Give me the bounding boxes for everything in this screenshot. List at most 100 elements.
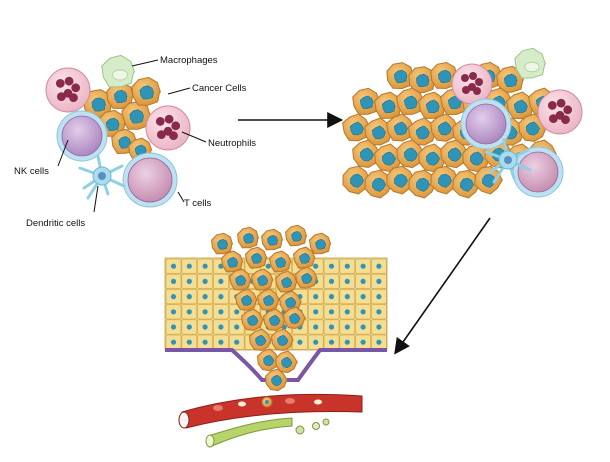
cancer-cell bbox=[261, 228, 284, 251]
epithelial-cell bbox=[307, 289, 324, 305]
cancer-cell bbox=[248, 328, 273, 352]
cancer-cell bbox=[275, 350, 299, 374]
neutrophil-cell bbox=[45, 67, 91, 113]
epithelial-cell bbox=[307, 319, 324, 335]
epithelial-cell bbox=[181, 319, 198, 335]
cancer-cell bbox=[386, 62, 414, 90]
cancer-cell bbox=[308, 232, 332, 255]
epithelial-cell bbox=[355, 334, 371, 350]
cancer-cell bbox=[396, 139, 426, 169]
epithelial-cell bbox=[355, 258, 371, 274]
cancer-cell bbox=[270, 328, 295, 352]
epithelial-cell bbox=[197, 273, 213, 289]
epithelial-cell bbox=[307, 334, 324, 350]
epithelial-cell bbox=[165, 304, 182, 320]
cancer-cell bbox=[285, 224, 308, 247]
epithelial-cell bbox=[339, 319, 356, 335]
cancer-cell bbox=[408, 66, 436, 94]
epithelial-cell bbox=[292, 334, 308, 350]
epithelial-cell bbox=[228, 334, 245, 350]
epithelial-cell bbox=[181, 258, 198, 274]
cancer-cell bbox=[452, 169, 482, 199]
cancer-cell bbox=[440, 139, 470, 169]
epithelial-cell bbox=[228, 319, 245, 335]
epithelial-cell bbox=[371, 258, 387, 274]
epithelial-cell bbox=[323, 319, 340, 335]
epithelial-cell bbox=[165, 273, 182, 289]
blood-vessel bbox=[178, 393, 363, 429]
nk-cell bbox=[56, 110, 108, 162]
cancer-cell bbox=[292, 246, 316, 269]
cancer-cell bbox=[234, 288, 258, 311]
cancer-cell bbox=[342, 165, 372, 195]
epithelial-cell bbox=[339, 304, 356, 320]
cancer-cell bbox=[256, 348, 281, 372]
label-cancer-cells: Cancer Cells bbox=[192, 83, 247, 94]
label-t-cells: T cells bbox=[184, 198, 212, 209]
epithelial-cell bbox=[213, 319, 229, 335]
cancer-cell bbox=[106, 82, 134, 110]
epithelial-cell bbox=[323, 289, 340, 305]
epithelial-cell bbox=[197, 258, 213, 274]
epithelial-cell bbox=[355, 289, 371, 305]
nk-cell bbox=[460, 98, 512, 150]
macrophage-cell bbox=[101, 54, 136, 88]
cancer-cell bbox=[131, 76, 162, 106]
t-cell bbox=[122, 152, 178, 208]
epithelial-cell bbox=[371, 273, 387, 289]
cancer-cell bbox=[474, 165, 504, 195]
invasion-scene bbox=[164, 224, 388, 448]
epithelial-cell bbox=[339, 334, 356, 350]
epithelial-cell bbox=[165, 289, 182, 305]
cancer-cell bbox=[462, 143, 492, 173]
cancer-cell bbox=[430, 113, 460, 142]
macrophage-cell bbox=[514, 47, 547, 79]
cancer-cell bbox=[418, 91, 447, 119]
epithelial-cell bbox=[165, 334, 182, 350]
cancer-cell bbox=[262, 308, 286, 331]
epithelial-cell bbox=[181, 334, 198, 350]
dendritic-cell bbox=[484, 138, 532, 184]
epithelial-cell bbox=[355, 304, 371, 320]
epithelial-cell bbox=[181, 289, 198, 305]
label-nk-cells: NK cells bbox=[14, 166, 49, 177]
immune-cluster bbox=[45, 54, 191, 208]
cancer-cell bbox=[374, 91, 403, 119]
label-macrophages: Macrophages bbox=[160, 55, 218, 66]
epithelial-cell bbox=[355, 319, 371, 335]
epithelial-cell bbox=[165, 319, 182, 335]
cancer-cell bbox=[342, 113, 371, 142]
epithelial-cell bbox=[307, 304, 324, 320]
tumor-mass bbox=[342, 47, 583, 199]
epithelial-cell bbox=[197, 319, 213, 335]
label-dendritic-cells: Dendritic cells bbox=[26, 218, 85, 229]
cancer-cell bbox=[265, 368, 289, 392]
cancer-cell bbox=[396, 87, 425, 115]
arrow-to-invasion bbox=[394, 217, 491, 355]
cancer-cell bbox=[268, 250, 292, 273]
epithelial-cell bbox=[371, 319, 387, 335]
lymphatic-vessel bbox=[205, 417, 330, 448]
neutrophil-cell bbox=[451, 63, 493, 105]
cancer-cell bbox=[418, 143, 448, 173]
cancer-cell bbox=[121, 100, 151, 130]
epithelial-cell bbox=[213, 289, 229, 305]
cancer-cell bbox=[282, 306, 307, 329]
cancer-cell bbox=[430, 165, 460, 195]
label-neutrophils: Neutrophils bbox=[208, 138, 256, 149]
epithelial-cell bbox=[323, 304, 340, 320]
cancer-cell bbox=[274, 270, 298, 293]
cancer-cell bbox=[250, 268, 274, 291]
cancer-cell bbox=[364, 169, 394, 199]
cancer-cell bbox=[256, 288, 280, 311]
cancer-cell bbox=[294, 266, 318, 289]
epithelial-cell bbox=[197, 289, 213, 305]
cancer-cell bbox=[430, 61, 458, 89]
cancer-cell bbox=[240, 308, 264, 331]
cancer-cell bbox=[244, 246, 268, 269]
epithelial-cell bbox=[339, 258, 356, 274]
epithelial-cell bbox=[181, 273, 198, 289]
epithelial-cell bbox=[371, 334, 387, 350]
